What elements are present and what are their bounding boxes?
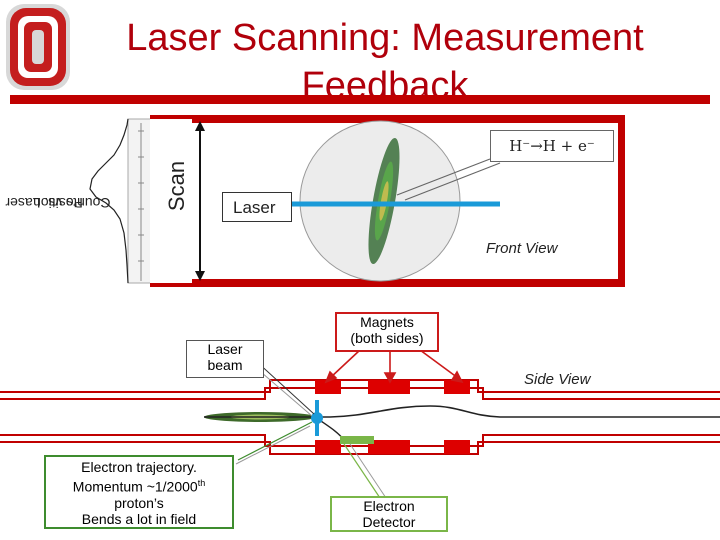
laser-interaction-point	[311, 412, 323, 424]
electron-detector-callout: Electron Detector	[330, 496, 448, 532]
magnets-callout-line1: Magnets	[360, 314, 414, 330]
profile-axis-label-line2: Position	[33, 195, 83, 211]
laser-label: Laser	[222, 192, 292, 222]
side-view-label: Side View	[524, 371, 591, 388]
electron-detector	[340, 436, 374, 444]
reaction-equation: H⁻→H + e⁻	[490, 130, 614, 162]
electron-callout-line3: proton’s	[114, 494, 164, 511]
profile-axis-ticks	[138, 123, 144, 281]
electron-trajectory-callout: Electron trajectory. Momentum ~1/2000th …	[44, 455, 234, 529]
beam-trajectory	[329, 405, 720, 418]
electron-callout-superscript: th	[197, 478, 206, 488]
electron-callout-line4: Bends a lot in field	[81, 510, 197, 527]
ohio-state-block-o-logo	[6, 4, 70, 90]
side-view-diagram	[0, 349, 720, 499]
reaction-pointer-1	[396, 158, 491, 196]
detector-callout-line2: Detector	[362, 514, 416, 530]
magnets-callout-line2: (both sides)	[350, 330, 424, 346]
magnets	[315, 380, 470, 454]
electron-callout-line2: Momentum ~1/2000	[72, 478, 198, 495]
scan-label: Scan	[164, 161, 189, 211]
electron-callout-line1: Electron trajectory.	[81, 459, 197, 475]
front-view-label: Front View	[486, 240, 558, 257]
magnets-callout: Magnets (both sides)	[335, 312, 439, 352]
laser-beam-callout-line2: beam	[207, 357, 243, 373]
detector-callout-line1: Electron	[363, 498, 415, 514]
profile-curve	[89, 118, 129, 284]
laser-beam-callout: Laser beam	[186, 340, 264, 378]
laser-beam-callout-line1: Laser	[207, 341, 243, 357]
reaction-pointer-2	[404, 162, 501, 201]
scan-label-box: Scan	[164, 161, 189, 211]
title-divider-bar	[10, 95, 710, 104]
laser-profile-plot	[36, 115, 156, 290]
